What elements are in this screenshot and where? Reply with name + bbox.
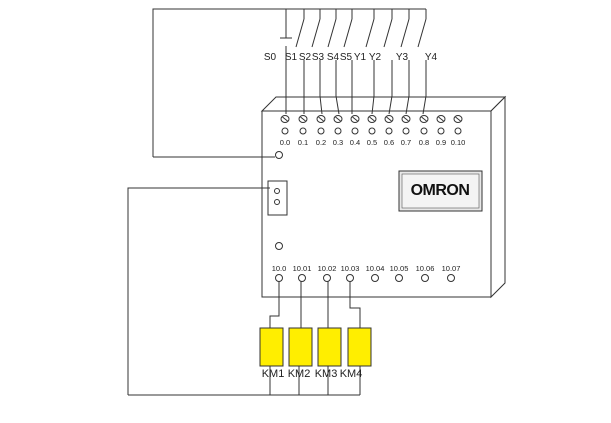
output-terminal-screw: [346, 274, 354, 282]
output-terminal-screw: [275, 274, 283, 282]
plc-top-face: [260, 96, 507, 112]
input-terminal-label: 0.1: [298, 138, 308, 147]
coil-label-km1: KM1: [262, 368, 285, 380]
switch-label-s2: S2: [299, 52, 312, 63]
input-terminal-label: 0.8: [419, 138, 429, 147]
input-led: [402, 127, 410, 135]
output-terminal-label: 10.02: [318, 264, 337, 273]
input-terminal-label: 0.0: [280, 138, 290, 147]
coil-label-km4: KM4: [340, 368, 363, 380]
input-terminal-label: 0.6: [384, 138, 394, 147]
input-screw-slot: [352, 116, 358, 122]
output-com-terminal-a: [274, 188, 280, 194]
switch-label-y1: Y1: [354, 52, 367, 63]
input-terminal-label: 0.9: [436, 138, 446, 147]
left-terminals: [267, 151, 288, 250]
input-screw-slot: [438, 116, 444, 122]
input-screw-slot: [369, 116, 375, 122]
switch-label-y3: Y3: [396, 52, 409, 63]
input-led: [368, 127, 376, 135]
coil-km4: [347, 327, 372, 367]
coil-km1: [259, 327, 284, 367]
coil-km3: [317, 327, 342, 367]
output-wiring: [127, 187, 361, 396]
input-led: [437, 127, 445, 135]
input-screw-slot: [300, 116, 306, 122]
output-terminal-screw: [323, 274, 331, 282]
input-screw-slot: [386, 116, 392, 122]
aux-terminal: [275, 242, 283, 250]
output-terminal-screw: [298, 274, 306, 282]
input-terminal-label: 0.2: [316, 138, 326, 147]
switch-label-y2: Y2: [369, 52, 382, 63]
output-terminal-label: 10.07: [442, 264, 461, 273]
switch-label-s0: S0: [264, 52, 277, 63]
input-led: [317, 127, 325, 135]
coil-label-km3: KM3: [315, 368, 338, 380]
output-com-block: [267, 180, 288, 216]
input-terminal-row: 0.0 0.1 0.2 0.3 0.4 0.5 0.6 0.7 0.8 0.9 0.10: [280, 115, 466, 147]
input-led: [351, 127, 359, 135]
output-terminal-row: 10.0 10.01 10.02 10.03 10.04 10.05 10.06 10.07: [272, 264, 461, 282]
input-led: [334, 127, 342, 135]
plc-side-face: [490, 95, 506, 299]
output-terminal-screw: [447, 274, 455, 282]
input-led: [281, 127, 289, 135]
input-screw-slot: [335, 116, 341, 122]
output-terminal-label: 10.01: [293, 264, 312, 273]
switch-label-s3: S3: [312, 52, 325, 63]
brand-logo: OMRON: [411, 182, 470, 199]
input-terminal-label: 0.10: [451, 138, 466, 147]
input-led: [420, 127, 428, 135]
input-terminal-label: 0.3: [333, 138, 343, 147]
brand-plate: OMRON: [398, 170, 483, 212]
output-com-terminal-b: [274, 199, 280, 205]
output-terminal-label: 10.06: [416, 264, 435, 273]
input-screw-slot: [421, 116, 427, 122]
switch-label-s1: S1: [285, 52, 298, 63]
output-terminal-label: 10.0: [272, 264, 287, 273]
input-screw-slot: [318, 116, 324, 122]
input-led: [299, 127, 307, 135]
switch-label-s4: S4: [327, 52, 340, 63]
output-terminal-screw: [395, 274, 403, 282]
input-com-terminal: [275, 151, 283, 159]
output-terminal-label: 10.04: [366, 264, 385, 273]
input-led: [454, 127, 462, 135]
coil-km2: [288, 327, 313, 367]
input-screw-slot: [282, 116, 288, 122]
output-terminal-screw: [371, 274, 379, 282]
input-wiring: [152, 8, 427, 158]
input-led: [385, 127, 393, 135]
switch-label-y4: Y4: [425, 52, 438, 63]
input-terminal-label: 0.5: [367, 138, 377, 147]
input-screw-slot: [455, 116, 461, 122]
input-screw-slot: [403, 116, 409, 122]
output-terminal-label: 10.05: [390, 264, 409, 273]
switch-label-s5: S5: [340, 52, 353, 63]
output-terminal-screw: [421, 274, 429, 282]
output-terminal-label: 10.03: [341, 264, 360, 273]
input-terminal-label: 0.4: [350, 138, 360, 147]
input-terminal-label: 0.7: [401, 138, 411, 147]
coil-label-km2: KM2: [288, 368, 311, 380]
